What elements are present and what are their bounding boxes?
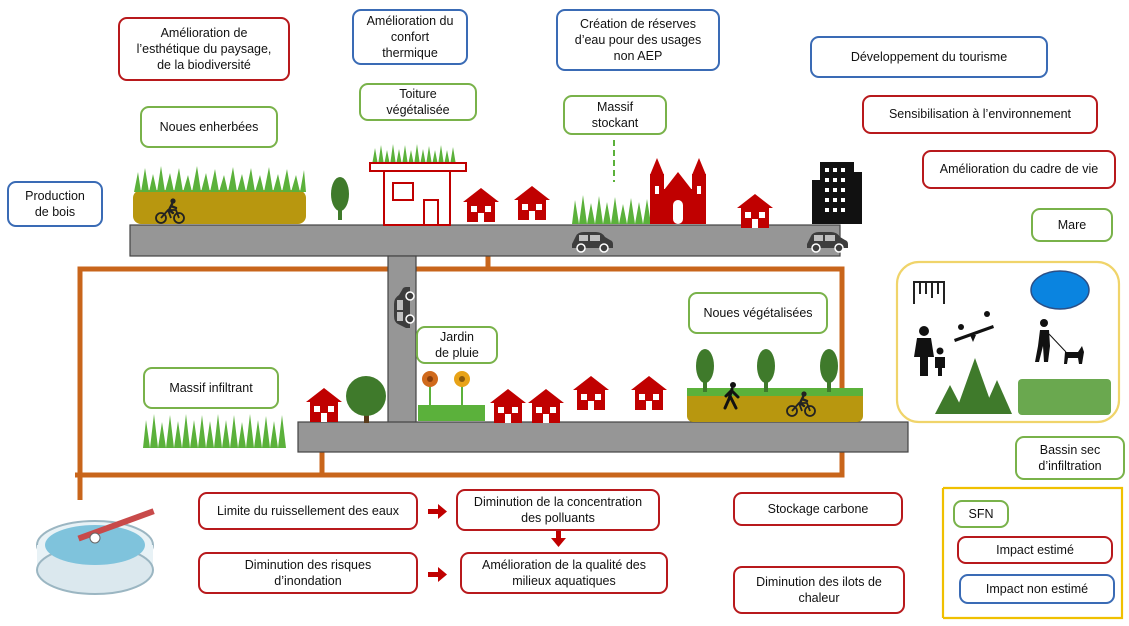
house-icon bbox=[514, 186, 550, 220]
house-icon bbox=[306, 388, 342, 422]
impact-aquatic-quality: Amélioration de la qualité des milieux a… bbox=[460, 552, 668, 594]
sfn-grassy-swales: Noues enherbées bbox=[140, 106, 278, 148]
storage-grass bbox=[572, 195, 651, 224]
forest-icon bbox=[935, 358, 1012, 414]
house-icon bbox=[573, 376, 609, 410]
impact-living-environment: Amélioration du cadre de vie bbox=[922, 150, 1116, 189]
impact-thermal-comfort: Amélioration du confort thermique bbox=[352, 9, 468, 65]
impact-water-reserves: Création de réserves d’eau pour des usag… bbox=[556, 9, 720, 71]
infiltration-grass bbox=[143, 414, 286, 448]
legend-sfn: SFN bbox=[953, 500, 1009, 528]
impact-wood-production: Production de bois bbox=[7, 181, 103, 227]
legend-frame bbox=[943, 486, 1124, 620]
house-icon bbox=[737, 194, 773, 228]
tree-icon bbox=[331, 177, 349, 220]
dry-basin-icon bbox=[1018, 379, 1111, 415]
flower-icon bbox=[422, 371, 438, 405]
impact-awareness: Sensibilisation à l’environnement bbox=[862, 95, 1098, 134]
right-arrow bbox=[428, 567, 447, 582]
legend-impact-not-estimated: Impact non estimé bbox=[959, 574, 1115, 604]
playground-icon bbox=[913, 281, 945, 304]
sfn-dry-basin: Bassin sec d’infiltration bbox=[1015, 436, 1125, 480]
sfn-infiltration-massif: Massif infiltrant bbox=[143, 367, 279, 409]
impact-carbon-storage: Stockage carbone bbox=[733, 492, 903, 526]
sfn-rain-garden: Jardin de pluie bbox=[416, 326, 498, 364]
sfn-vegetated-swales: Noues végétalisées bbox=[688, 292, 828, 334]
impact-flood-risk: Diminution des risques d’inondation bbox=[198, 552, 418, 594]
down-arrow bbox=[551, 526, 566, 547]
house-icon bbox=[528, 389, 564, 423]
walker-icon bbox=[723, 382, 740, 410]
rain-garden bbox=[418, 371, 485, 421]
sfn-pond: Mare bbox=[1031, 208, 1113, 242]
dog-walker-icon bbox=[1035, 319, 1084, 364]
impact-heat-islands: Diminution des ilots de chaleur bbox=[733, 566, 905, 614]
impact-pollutants: Diminution de la concentration des pollu… bbox=[456, 489, 660, 531]
vegetated-swale bbox=[687, 349, 863, 422]
flower-icon bbox=[454, 371, 470, 405]
grassy-swale bbox=[133, 166, 306, 225]
house-icon bbox=[463, 188, 499, 222]
sfn-storage-massif: Massif stockant bbox=[563, 95, 667, 135]
legend-impact-estimated: Impact estimé bbox=[957, 536, 1113, 564]
house-icon bbox=[490, 389, 526, 423]
pond-icon bbox=[1030, 270, 1090, 310]
impact-biodiversity: Amélioration de l’esthétique du paysage,… bbox=[118, 17, 290, 81]
connecting-road bbox=[387, 255, 417, 427]
impact-runoff: Limite du ruissellement des eaux bbox=[198, 492, 418, 530]
building-icon bbox=[812, 162, 862, 224]
impact-tourism: Développement du tourisme bbox=[810, 36, 1048, 78]
house-icon bbox=[631, 376, 667, 410]
seesaw-icon bbox=[954, 311, 994, 342]
family-icon bbox=[914, 326, 945, 376]
treatment-plant-icon bbox=[36, 508, 155, 595]
sfn-green-roof: Toiture végétalisée bbox=[359, 83, 477, 121]
right-arrow bbox=[428, 504, 447, 519]
tree-icon bbox=[346, 376, 386, 423]
drainage-pipes bbox=[75, 256, 845, 500]
green-roof-house bbox=[369, 144, 467, 226]
church-icon bbox=[650, 158, 706, 224]
lower-road bbox=[297, 421, 909, 453]
upper-road bbox=[129, 224, 841, 257]
